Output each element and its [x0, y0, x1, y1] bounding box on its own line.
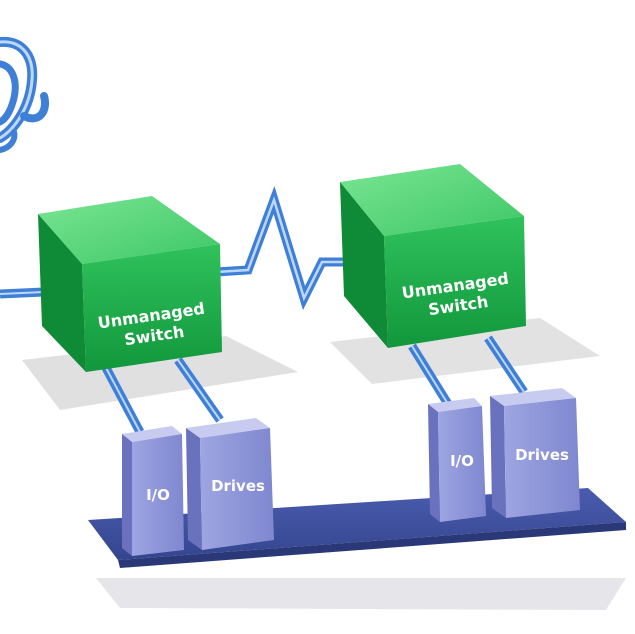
uplink-cable	[0, 287, 45, 299]
switch-right-top	[340, 164, 524, 236]
device-right-drives: Drives	[490, 388, 580, 518]
switch-right: Unmanaged Switch	[340, 164, 526, 348]
switch-right-front	[384, 216, 526, 348]
switch-right-device-cables	[408, 335, 528, 407]
device-left-io-label: I/O	[146, 486, 170, 504]
switch-right-side	[340, 182, 388, 348]
switch-left-side	[38, 214, 86, 372]
wan-link-cable	[215, 185, 346, 311]
device-left-io: I/O	[122, 426, 184, 556]
switch-left-top	[38, 196, 220, 264]
switch-left-front	[82, 244, 222, 372]
device-right-io-label: I/O	[450, 452, 474, 470]
device-left-drives: Drives	[186, 418, 274, 550]
network-ring-icon	[0, 36, 49, 153]
device-right-drives-label: Drives	[515, 446, 569, 464]
device-right-io: I/O	[428, 398, 486, 522]
switch-left-device-cables	[100, 357, 224, 435]
device-left-drives-label: Drives	[211, 477, 265, 495]
switch-left: Unmanaged Switch	[38, 196, 222, 372]
